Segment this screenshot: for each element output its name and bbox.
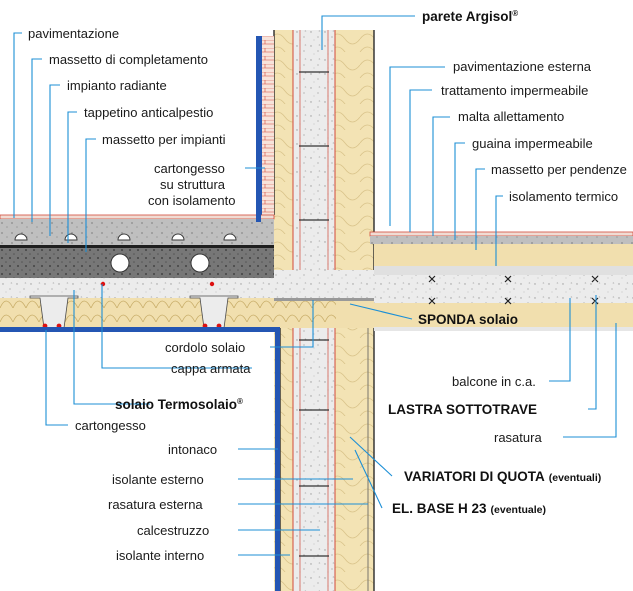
label-pavimentazione: pavimentazione bbox=[28, 26, 119, 41]
label-el-base: EL. BASE H 23(eventuale) bbox=[392, 501, 546, 516]
balcony-rebar bbox=[428, 275, 599, 305]
label-isolante-esterno: isolante esterno bbox=[112, 472, 204, 487]
slab-ribs bbox=[29, 295, 239, 329]
label-tappetino: tappetino anticalpestio bbox=[84, 105, 213, 120]
termosolaio-slab bbox=[0, 270, 633, 331]
label-parete: parete Argisol® bbox=[422, 9, 518, 24]
label-cappa: cappa armata bbox=[171, 361, 251, 376]
wall-spacers bbox=[299, 71, 329, 557]
label-isolamento-termico: isolamento termico bbox=[509, 189, 618, 204]
label-isolante-interno: isolante interno bbox=[116, 548, 204, 563]
conduits bbox=[110, 253, 210, 273]
label-balcone: balcone in c.a. bbox=[452, 374, 536, 389]
label-rasatura-esterna: rasatura esterna bbox=[108, 497, 203, 512]
label-cartongesso-struttura-1: cartongesso bbox=[154, 161, 225, 176]
label-cartongesso-struttura-2: su struttura bbox=[160, 177, 226, 192]
leader-lines bbox=[13, 15, 617, 556]
label-massetto-impianti: massetto per impianti bbox=[102, 132, 226, 147]
label-cartongesso-struttura-3: con isolamento bbox=[148, 193, 235, 208]
label-rasatura: rasatura bbox=[494, 430, 542, 445]
label-lastra: LASTRA SOTTOTRAVE bbox=[388, 402, 537, 417]
label-calcestruzzo: calcestruzzo bbox=[137, 523, 209, 538]
label-solaio: solaio Termosolaio® bbox=[115, 397, 243, 412]
label-guaina: guaina impermeabile bbox=[472, 136, 593, 151]
label-cartongesso: cartongesso bbox=[75, 418, 146, 433]
label-variatori: VARIATORI DI QUOTA(eventuali) bbox=[404, 469, 601, 484]
label-tratt-impermeabile: trattamento impermeabile bbox=[441, 83, 588, 98]
balcony-layers bbox=[369, 231, 633, 275]
label-cordolo: cordolo solaio bbox=[165, 340, 245, 355]
radiant-pipes bbox=[14, 233, 237, 241]
label-pav-esterna: pavimentazione esterna bbox=[453, 59, 592, 74]
label-sponda: SPONDA solaio bbox=[418, 312, 518, 327]
interior-floor bbox=[0, 36, 275, 278]
slab-edge bbox=[274, 298, 374, 326]
drywall-lines bbox=[0, 36, 280, 591]
label-massetto-pendenze: massetto per pendenze bbox=[491, 162, 627, 177]
label-impianto-radiante: impianto radiante bbox=[67, 78, 167, 93]
label-massetto-completamento: massetto di completamento bbox=[49, 52, 208, 67]
label-intonaco: intonaco bbox=[168, 442, 217, 457]
labels: pavimentazione massetto di completamento… bbox=[28, 9, 627, 563]
label-malta: malta allettamento bbox=[458, 109, 564, 124]
